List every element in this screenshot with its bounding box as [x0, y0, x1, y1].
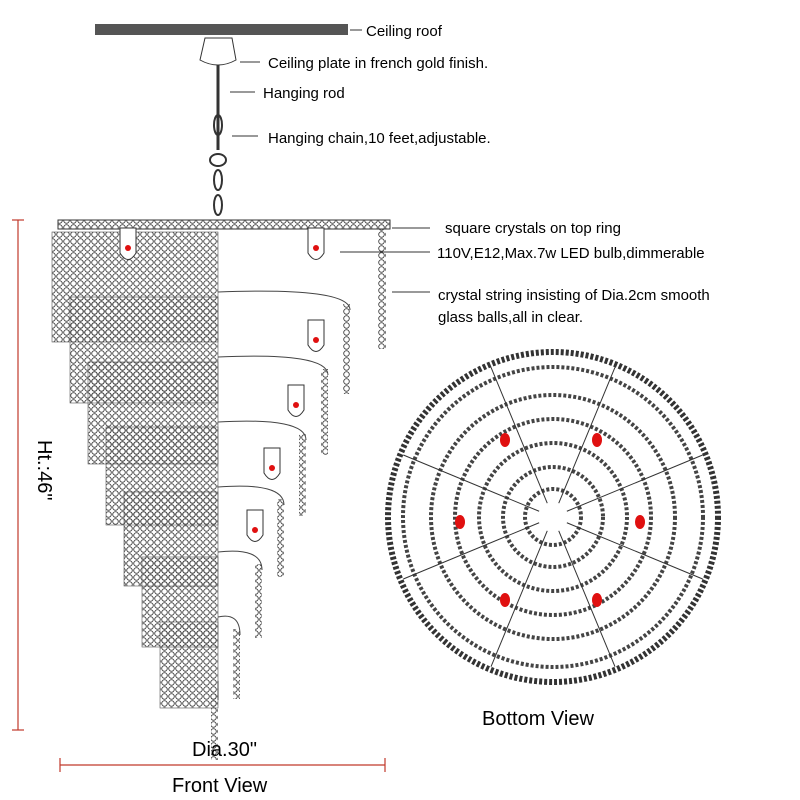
label-bulb: 110V,E12,Max.7w LED bulb,dimmerable — [437, 245, 705, 262]
spoke — [566, 522, 703, 580]
bottom-view-title: Bottom View — [482, 708, 594, 730]
outer-crystal-ring — [385, 349, 721, 685]
bulb-filament — [313, 245, 319, 251]
leader-lines — [230, 29, 430, 293]
bulb-filament — [125, 245, 131, 251]
spoke — [566, 454, 703, 512]
diameter-dimension-line — [59, 758, 386, 772]
ceiling-plate — [199, 37, 237, 66]
crystal-string — [211, 694, 218, 760]
label-crystal-string-1: crystal string insisting of Dia.2cm smoo… — [438, 287, 710, 304]
candle-bulb — [307, 227, 325, 260]
crystal-string — [378, 229, 386, 349]
crystal-string — [343, 304, 350, 394]
label-crystal-string-2: glass balls,all in clear. — [438, 309, 583, 326]
crystal-ring — [501, 465, 605, 569]
bulb-marker — [592, 593, 602, 607]
bulb-marker — [635, 515, 645, 529]
crystal-ring — [477, 441, 629, 593]
spiral-ring — [217, 485, 285, 506]
spiral-ring — [217, 420, 307, 441]
height-dimension-line — [12, 219, 24, 731]
candle-bulb — [263, 447, 281, 480]
crystal-string — [321, 369, 328, 455]
candle-bulb — [119, 227, 137, 260]
crystal-string — [299, 434, 306, 516]
candle-bulb — [287, 384, 305, 417]
bulb-filament — [313, 337, 319, 343]
label-square-crystals: square crystals on top ring — [445, 220, 621, 237]
crystal-ring — [523, 487, 583, 547]
height-label: Ht.:46" — [33, 440, 55, 500]
spiral-ring — [217, 355, 329, 376]
crystal-string — [277, 499, 284, 577]
crystal-ring — [429, 393, 677, 641]
front-bulbs — [119, 227, 325, 542]
spoke — [558, 530, 616, 667]
spoke — [403, 454, 540, 512]
bulb-marker — [455, 515, 465, 529]
label-hanging-chain: Hanging chain,10 feet,adjustable. — [268, 130, 491, 147]
bulb-filament — [252, 527, 258, 533]
crystal-tier-back — [159, 621, 219, 709]
top-ring — [57, 219, 391, 230]
bulb-marker — [592, 433, 602, 447]
bulb-filament — [269, 465, 275, 471]
candle-bulb — [246, 509, 264, 542]
candle-bulb — [307, 319, 325, 352]
spoke — [490, 367, 548, 504]
hanging-chain — [209, 114, 227, 216]
bulb-filament — [293, 402, 299, 408]
crystal-ring — [401, 365, 705, 669]
bulb-marker — [500, 593, 510, 607]
spoke — [558, 367, 616, 504]
spoke — [403, 522, 540, 580]
bulb-marker — [500, 433, 510, 447]
diameter-label: Dia.30" — [192, 739, 257, 761]
label-hanging-rod: Hanging rod — [263, 85, 345, 102]
crystal-ring — [453, 417, 653, 617]
spiral-ring — [217, 290, 351, 311]
crystal-tiers — [51, 229, 386, 760]
front-view-title: Front View — [172, 775, 268, 797]
label-ceiling-roof: Ceiling roof — [366, 23, 443, 40]
crystal-string — [233, 629, 240, 699]
label-ceiling-plate: Ceiling plate in french gold finish. — [268, 55, 488, 72]
bottom-view-drawing — [385, 349, 721, 685]
spoke — [490, 530, 548, 667]
ceiling-roof — [95, 24, 348, 35]
crystal-string — [255, 564, 262, 638]
